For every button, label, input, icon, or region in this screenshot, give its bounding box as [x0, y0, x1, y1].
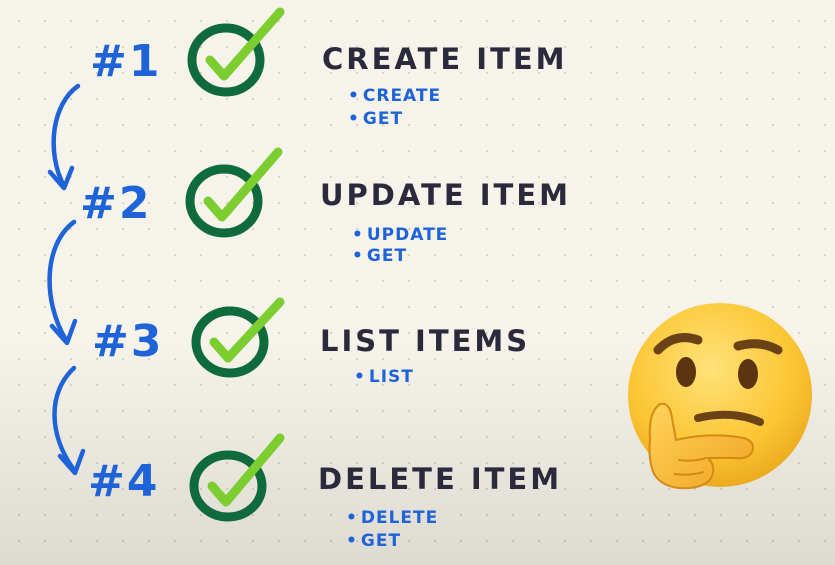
curved-arrow-icon: [52, 365, 86, 476]
bullet-icon: •: [346, 531, 358, 551]
sub-item-label: GET: [360, 531, 402, 551]
bullet-icon: •: [346, 508, 358, 528]
step-number-3: #3: [92, 316, 164, 367]
check-circle-icon: [187, 7, 285, 97]
step-title-4: DELETE ITEM: [318, 462, 563, 496]
bullet-icon: •: [352, 225, 364, 245]
step-title-1: CREATE ITEM: [322, 42, 568, 76]
step-number-2: #2: [80, 178, 152, 229]
check-circle-icon: [191, 297, 285, 378]
bullet-icon: •: [352, 246, 364, 266]
sub-item-label: GET: [366, 246, 408, 266]
sub-item-label: CREATE: [362, 86, 442, 106]
sub-item: •GET: [346, 531, 401, 552]
curved-arrow-icon: [47, 219, 78, 346]
sub-item-label: UPDATE: [366, 225, 449, 245]
thinking-face-icon: [628, 303, 812, 490]
step-number-1: #1: [90, 36, 162, 87]
check-circle-icon: [189, 433, 285, 522]
sub-item: •GET: [352, 246, 407, 267]
curved-arrow-icon: [47, 83, 81, 191]
sub-item-label: LIST: [368, 367, 414, 387]
bullet-icon: •: [348, 86, 360, 106]
bullet-icon: •: [354, 367, 366, 387]
check-circle-icon: [185, 147, 283, 238]
sub-item: •CREATE: [348, 86, 441, 107]
step-number-4: #4: [88, 456, 160, 507]
sub-item-label: DELETE: [360, 508, 439, 528]
bullet-icon: •: [348, 109, 360, 129]
sub-item: •UPDATE: [352, 225, 448, 246]
sub-item: •DELETE: [346, 508, 438, 529]
step-title-3: LIST ITEMS: [320, 324, 531, 358]
sub-item: •LIST: [354, 367, 414, 388]
sub-item-label: GET: [362, 109, 404, 129]
step-title-2: UPDATE ITEM: [320, 178, 571, 212]
sub-item: •GET: [348, 109, 403, 130]
